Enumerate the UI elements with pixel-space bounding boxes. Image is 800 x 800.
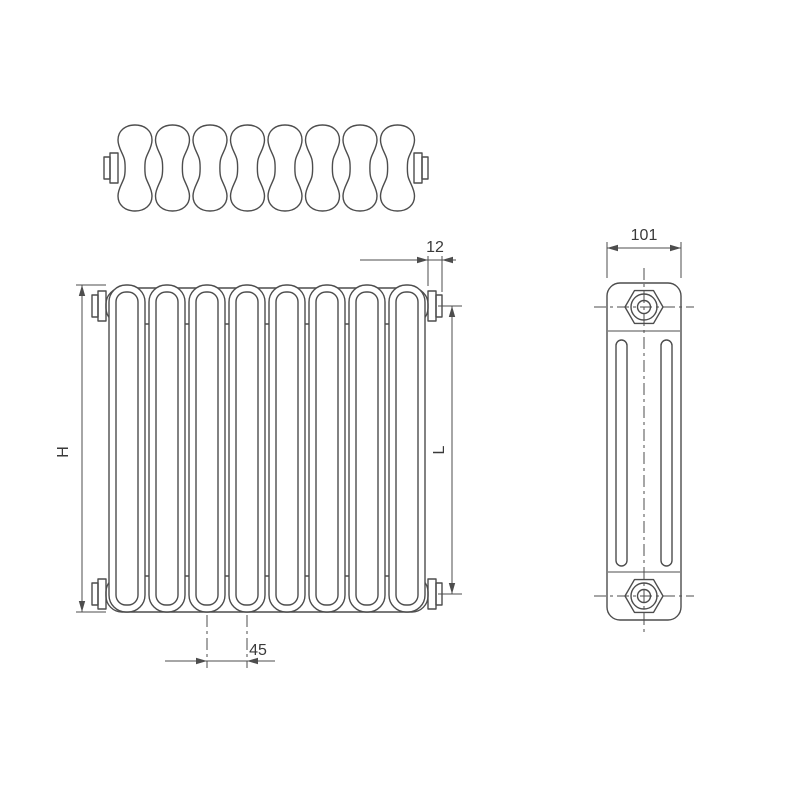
top-view-section [342, 124, 378, 212]
section-pitch-label: 45 [249, 642, 267, 659]
top-view-section [192, 124, 228, 212]
top-view-left-plug-end [103, 156, 111, 180]
radiator-section [348, 284, 386, 613]
radiator-section [268, 284, 306, 613]
top-view-section [304, 124, 341, 212]
top-view-right-plug-step [413, 152, 423, 184]
arrowhead-left [247, 657, 258, 665]
arrowhead-right [417, 256, 428, 264]
top-view-section [154, 124, 191, 212]
arrowhead-down [78, 601, 86, 612]
arrowhead-right [196, 657, 207, 665]
dimension-depth: 101 [606, 227, 682, 278]
top-view-left-plug-step [109, 152, 119, 184]
top-view [103, 124, 429, 212]
top-view-section [117, 124, 153, 212]
dimension-tapping-distance: L [431, 305, 462, 595]
front-view [91, 284, 443, 613]
dimension-tapping-offset: 12 [360, 239, 456, 292]
arrowhead-down [448, 583, 456, 594]
tapping-offset-label: 12 [426, 239, 444, 256]
top-view-right-plug-end [421, 156, 429, 180]
arrowhead-up [448, 306, 456, 317]
height-dimension-label: H [55, 446, 72, 458]
front-bottom-left-plug [91, 578, 107, 610]
radiator-section [188, 284, 226, 613]
top-view-section [379, 124, 416, 212]
top-view-section [267, 124, 303, 212]
arrowhead-right [670, 244, 681, 252]
arrowhead-left [442, 256, 453, 264]
arrowhead-up [78, 285, 86, 296]
side-view [594, 268, 694, 636]
tapping-distance-label: L [431, 445, 448, 454]
depth-dimension-label: 101 [631, 227, 658, 244]
side-right-flute [660, 339, 673, 567]
front-top-left-plug [91, 290, 107, 322]
radiator-section [308, 284, 346, 613]
radiator-section [388, 284, 426, 613]
radiator-section [148, 284, 186, 613]
radiator-section [108, 284, 146, 613]
radiator-section [228, 284, 266, 613]
dimension-section-pitch: 45 [165, 615, 275, 668]
top-view-section [229, 124, 266, 212]
dimension-height: H [55, 284, 106, 613]
side-left-flute [615, 339, 628, 567]
arrowhead-left [607, 244, 618, 252]
